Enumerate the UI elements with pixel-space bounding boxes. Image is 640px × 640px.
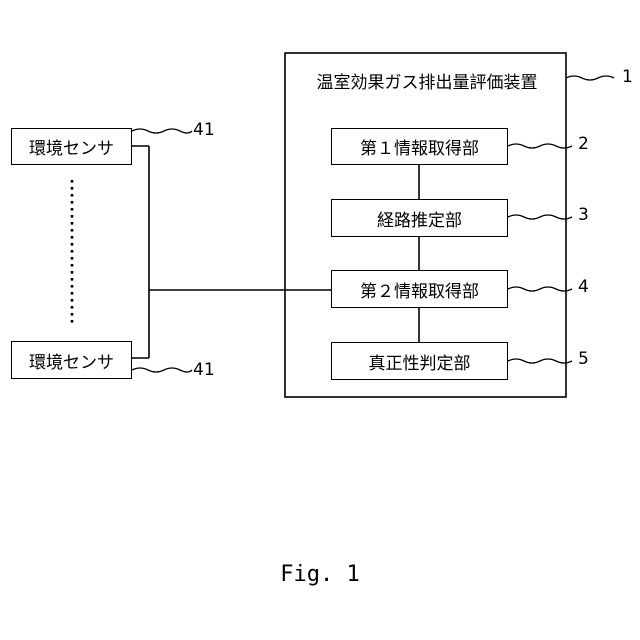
- route-estimation-unit: 経路推定部: [331, 199, 508, 237]
- leader-sensor-bottom: [132, 368, 192, 372]
- second-info-acquisition-unit: 第２情報取得部: [331, 270, 508, 308]
- device-ref: 1: [622, 67, 633, 87]
- unit-4-ref: 5: [578, 349, 589, 369]
- figure-caption: Fig. 1: [0, 562, 640, 587]
- leader-unit-1: [508, 144, 572, 148]
- environment-sensor-bottom: 環境センサ: [11, 341, 132, 379]
- unit-1-ref: 2: [578, 134, 589, 154]
- authenticity-determination-unit: 真正性判定部: [331, 342, 508, 380]
- environment-sensor-top: 環境センサ: [11, 128, 132, 165]
- leader-unit-3: [508, 287, 572, 291]
- leader-sensor-top: [132, 129, 192, 133]
- sensor-top-ref: 41: [193, 120, 215, 140]
- unit-3-ref: 4: [578, 277, 589, 297]
- device-title: 温室効果ガス排出量評価装置: [297, 68, 557, 93]
- leader-unit-2: [508, 215, 572, 219]
- leader-unit-4: [508, 359, 572, 363]
- sensor-bottom-ref: 41: [193, 360, 215, 380]
- unit-2-ref: 3: [578, 205, 589, 225]
- leader-device: [566, 76, 614, 80]
- first-info-acquisition-unit: 第１情報取得部: [331, 128, 508, 165]
